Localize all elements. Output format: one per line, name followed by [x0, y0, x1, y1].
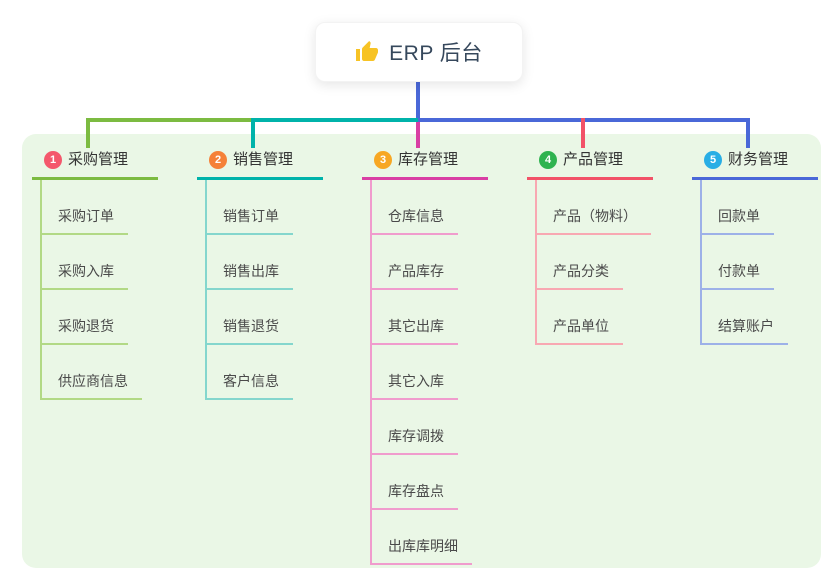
branch-product: 4 产品管理 产品（物料） 产品分类 产品单位: [527, 150, 692, 345]
connector-bar-green: [86, 118, 253, 122]
branch-child-connector: [40, 180, 42, 400]
node-item[interactable]: 其它出库: [370, 290, 458, 345]
branch-title-node[interactable]: 2 销售管理: [197, 150, 323, 180]
branch-title-label: 财务管理: [728, 151, 789, 168]
branch-child-connector: [700, 180, 702, 345]
branch-finance: 5 财务管理 回款单 付款单 结算账户: [692, 150, 839, 345]
branch-title-label: 采购管理: [68, 151, 129, 168]
node-item[interactable]: 库存调拨: [370, 400, 458, 455]
branch-number-badge: 2: [209, 151, 227, 169]
branch-child-connector: [370, 180, 372, 565]
branch-child-connector: [535, 180, 537, 345]
drop-branch4: [581, 118, 585, 148]
node-item[interactable]: 仓库信息: [370, 180, 458, 235]
thumbs-up-icon: [355, 40, 379, 64]
branch-title-node[interactable]: 3 库存管理: [362, 150, 488, 180]
node-item[interactable]: 产品单位: [535, 290, 623, 345]
node-item[interactable]: 采购入库: [40, 235, 128, 290]
branch-title-label: 产品管理: [563, 151, 624, 168]
node-item[interactable]: 出库库明细: [370, 510, 472, 565]
node-item[interactable]: 产品分类: [535, 235, 623, 290]
node-item[interactable]: 产品库存: [370, 235, 458, 290]
branch-title-label: 库存管理: [398, 151, 459, 168]
branch-sales: 2 销售管理 销售订单 销售出库 销售退货 客户信息: [197, 150, 362, 400]
root-label: ERP 后台: [389, 42, 483, 65]
root-node[interactable]: ERP 后台: [315, 22, 523, 82]
branch-title-node[interactable]: 1 采购管理: [32, 150, 158, 180]
node-item[interactable]: 供应商信息: [40, 345, 142, 400]
node-item[interactable]: 其它入库: [370, 345, 458, 400]
node-item[interactable]: 销售退货: [205, 290, 293, 345]
branch-number-badge: 1: [44, 151, 62, 169]
branch-title-node[interactable]: 5 财务管理: [692, 150, 818, 180]
node-item[interactable]: 销售订单: [205, 180, 293, 235]
drop-branch5: [746, 118, 750, 148]
branch-number-badge: 4: [539, 151, 557, 169]
drop-branch1: [86, 118, 90, 148]
branch-inventory: 3 库存管理 仓库信息 产品库存 其它出库 其它入库 库存调拨 库存盘点 出库库…: [362, 150, 527, 565]
node-item[interactable]: 回款单: [700, 180, 774, 235]
branch-procurement: 1 采购管理 采购订单 采购入库 采购退货 供应商信息: [32, 150, 197, 400]
connector-bar-teal: [253, 118, 418, 122]
branch-number-badge: 5: [704, 151, 722, 169]
root-stem-connector: [416, 82, 420, 120]
node-item[interactable]: 结算账户: [700, 290, 788, 345]
node-item[interactable]: 客户信息: [205, 345, 293, 400]
drop-branch3: [416, 122, 420, 148]
node-item[interactable]: 销售出库: [205, 235, 293, 290]
branch-title-label: 销售管理: [233, 151, 294, 168]
node-item[interactable]: 采购退货: [40, 290, 128, 345]
branch-child-connector: [205, 180, 207, 400]
drop-branch2: [251, 118, 255, 148]
branch-number-badge: 3: [374, 151, 392, 169]
node-item[interactable]: 库存盘点: [370, 455, 458, 510]
node-item[interactable]: 产品（物料）: [535, 180, 651, 235]
branches-panel: [22, 134, 821, 568]
node-item[interactable]: 付款单: [700, 235, 774, 290]
node-item[interactable]: 采购订单: [40, 180, 128, 235]
branch-title-node[interactable]: 4 产品管理: [527, 150, 653, 180]
